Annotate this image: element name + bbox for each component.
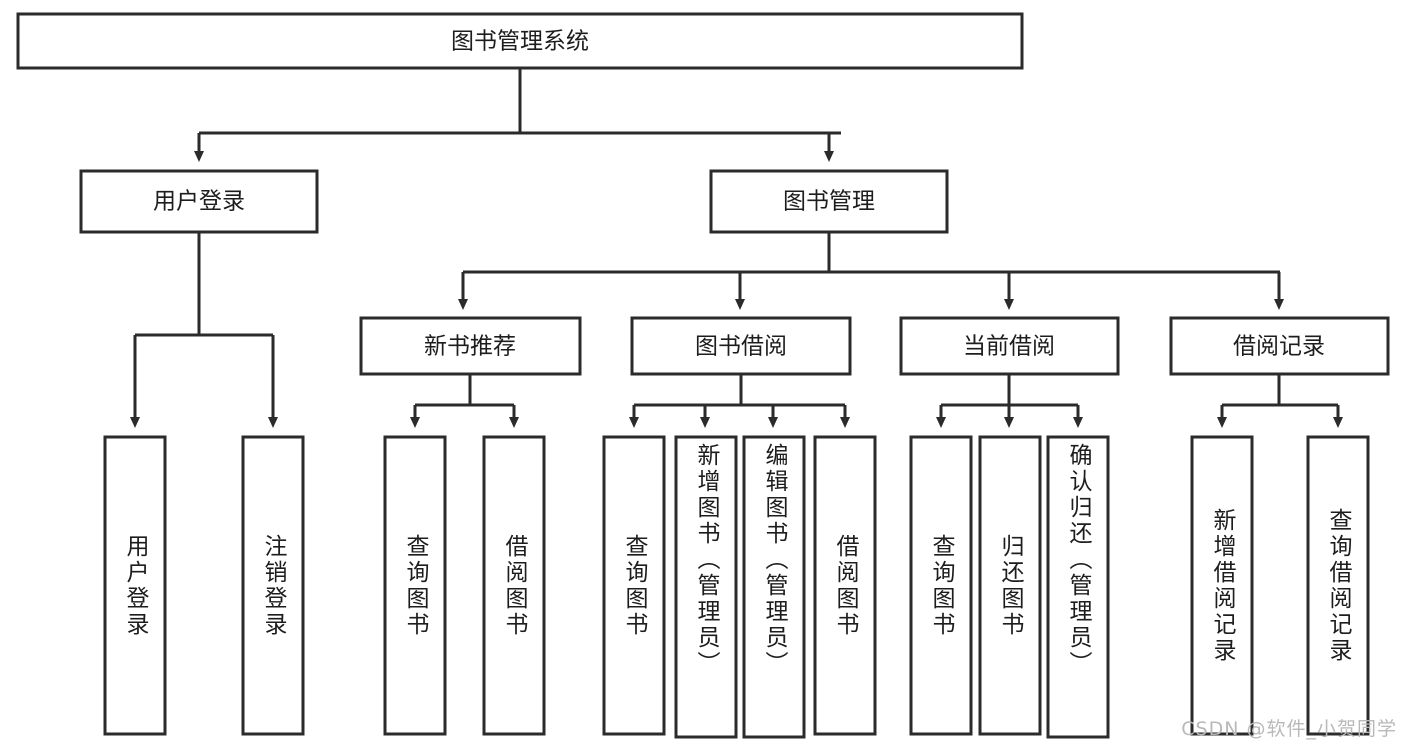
leaf-box-query-book-recommend[interactable] — [383, 435, 447, 736]
node-book-management-label: 图书管理 — [783, 189, 875, 215]
leaf-box-borrow-book[interactable] — [813, 435, 877, 736]
node-user-login[interactable] — [79, 169, 319, 234]
leaf-label-query-borrow-record: 查询借阅记录 — [1325, 507, 1352, 664]
leaf-label-query-book-recommend: 查询图书 — [402, 533, 429, 638]
node-root-label: 图书管理系统 — [451, 29, 589, 55]
leaf-box-query-book-current[interactable] — [909, 435, 973, 736]
leaf-label-wrap-query-borrow-record: 查询借阅记录 — [1308, 437, 1368, 734]
leaf-box-add-book-admin[interactable] — [674, 435, 738, 739]
leaf-label-wrap-confirm-return-admin: 确认归还（管理员） — [1048, 443, 1108, 737]
node-new-book-recommend-label: 新书推荐 — [424, 334, 516, 360]
node-root-book-management-system[interactable] — [16, 12, 1024, 70]
leaf-label-edit-book-admin: 编辑图书（管理员） — [761, 443, 788, 677]
leaf-label-wrap-add-borrow-record: 新增借阅记录 — [1192, 437, 1252, 734]
leaf-label-borrow-book: 借阅图书 — [832, 533, 859, 638]
connector-user-login-to-leaves — [130, 232, 278, 428]
leaf-box-borrow-book-recommend[interactable] — [482, 435, 546, 736]
leaf-label-confirm-return-admin: 确认归还（管理员） — [1065, 443, 1092, 677]
leaf-label-add-book-admin: 新增图书（管理员） — [693, 443, 720, 677]
leaf-label-wrap-return-book: 归还图书 — [980, 437, 1040, 734]
connector-current-to-leaves — [936, 374, 1083, 428]
leaf-label-borrow-book-recommend: 借阅图书 — [501, 533, 528, 638]
node-user-login-label: 用户登录 — [153, 189, 245, 215]
leaf-label-wrap-query-book-current: 查询图书 — [911, 437, 971, 734]
leaf-box-edit-book-admin[interactable] — [742, 435, 806, 739]
leaf-box-query-book-borrow[interactable] — [602, 435, 666, 736]
connector-borrow-to-leaves — [629, 374, 850, 428]
connector-recommend-to-leaves — [410, 374, 519, 428]
leaf-label-wrap-borrow-book: 借阅图书 — [815, 437, 875, 734]
node-borrow-record[interactable] — [1169, 316, 1390, 376]
leaf-label-wrap-query-book-recommend: 查询图书 — [385, 437, 445, 734]
leaf-box-logout[interactable] — [241, 435, 305, 736]
leaf-box-confirm-return-admin[interactable] — [1046, 435, 1110, 739]
leaf-label-user-login: 用户登录 — [122, 533, 149, 638]
connector-book-manage-to-level3 — [458, 232, 1284, 310]
connector-root-to-level2 — [194, 68, 841, 162]
node-current-borrow-label: 当前借阅 — [963, 334, 1055, 360]
leaf-label-return-book: 归还图书 — [997, 533, 1024, 638]
leaf-label-wrap-edit-book-admin: 编辑图书（管理员） — [744, 443, 804, 737]
leaf-label-wrap-borrow-book-recommend: 借阅图书 — [484, 437, 544, 734]
node-new-book-recommend[interactable] — [359, 316, 582, 376]
leaf-label-wrap-user-login: 用户登录 — [105, 437, 165, 734]
leaf-box-return-book[interactable] — [978, 435, 1042, 736]
node-current-borrow[interactable] — [899, 316, 1120, 376]
leaf-label-query-book-current: 查询图书 — [928, 533, 955, 638]
leaf-label-wrap-query-book-borrow: 查询图书 — [604, 437, 664, 734]
leaf-label-query-book-borrow: 查询图书 — [621, 533, 648, 638]
node-book-borrow[interactable] — [630, 316, 852, 376]
connector-record-to-leaves — [1217, 374, 1343, 428]
leaf-box-query-borrow-record[interactable] — [1306, 435, 1370, 736]
leaf-label-wrap-add-book-admin: 新增图书（管理员） — [676, 443, 736, 737]
node-book-management[interactable] — [709, 169, 949, 234]
node-borrow-record-label: 借阅记录 — [1233, 334, 1325, 360]
leaf-label-wrap-logout: 注销登录 — [243, 437, 303, 734]
node-book-borrow-label: 图书借阅 — [695, 334, 787, 360]
leaf-box-user-login[interactable] — [103, 435, 167, 736]
leaf-box-add-borrow-record[interactable] — [1190, 435, 1254, 736]
leaf-label-logout: 注销登录 — [260, 533, 287, 638]
leaf-label-add-borrow-record: 新增借阅记录 — [1209, 507, 1236, 664]
